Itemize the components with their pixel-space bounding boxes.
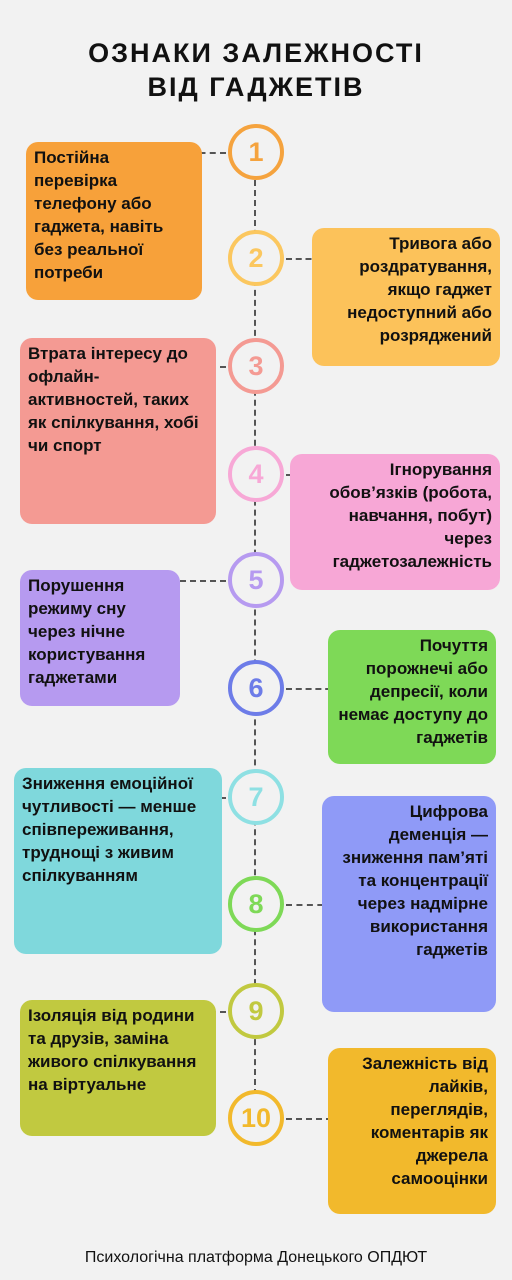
item-box-1: Постійна перевірка телефону або гаджета,…	[26, 142, 202, 300]
item-box-2: Тривога або роздратування, якщо гаджет н…	[312, 228, 500, 366]
connector-5	[140, 580, 226, 582]
step-circle-1: 1	[228, 124, 284, 180]
title-line-2: ВІД ГАДЖЕТІВ	[147, 72, 365, 102]
item-box-6: Почуття порожнечі або депресії, коли нем…	[328, 630, 496, 764]
step-circle-5: 5	[228, 552, 284, 608]
item-box-3: Втрата інтересу до офлайн-активностей, т…	[20, 338, 216, 524]
step-number-6: 6	[248, 672, 264, 703]
connector-10	[286, 1118, 362, 1120]
title-line-1: ОЗНАКИ ЗАЛЕЖНОСТІ	[88, 38, 424, 68]
step-number-4: 4	[248, 458, 264, 489]
item-text-1: Постійна перевірка телефону або гаджета,…	[34, 148, 164, 282]
step-circle-9: 9	[228, 983, 284, 1039]
step-circle-2: 2	[228, 230, 284, 286]
item-text-9: Ізоляція від родини та друзів, заміна жи…	[28, 1006, 197, 1094]
step-circle-7: 7	[228, 769, 284, 825]
item-text-2: Тривога або роздратування, якщо гаджет н…	[347, 234, 492, 345]
step-circle-8: 8	[228, 876, 284, 932]
item-box-7: Зниження емоційної чутливості — менше сп…	[14, 768, 222, 954]
timeline-line	[254, 170, 256, 1125]
item-box-8: Цифрова деменція — зниження пам’яті та к…	[322, 796, 496, 1012]
item-box-5: Порушення режиму сну через нічне користу…	[20, 570, 180, 706]
step-number-2: 2	[248, 242, 264, 273]
step-circle-6: 6	[228, 660, 284, 716]
item-text-10: Залежність від лайків, переглядів, комен…	[362, 1054, 488, 1188]
item-text-3: Втрата інтересу до офлайн-активностей, т…	[28, 344, 199, 455]
item-box-9: Ізоляція від родини та друзів, заміна жи…	[20, 1000, 216, 1136]
step-circle-10: 10	[228, 1090, 284, 1146]
step-number-9: 9	[248, 995, 264, 1026]
step-circle-3: 3	[228, 338, 284, 394]
step-number-3: 3	[248, 350, 264, 381]
item-text-8: Цифрова деменція — зниження пам’яті та к…	[342, 802, 488, 959]
step-number-5: 5	[248, 564, 264, 595]
page-title: ОЗНАКИ ЗАЛЕЖНОСТІ ВІД ГАДЖЕТІВ	[0, 36, 512, 104]
item-text-4: Ігнорування обов’язків (робота, навчання…	[329, 460, 492, 571]
step-number-10: 10	[240, 1102, 272, 1133]
item-text-6: Почуття порожнечі або депресії, коли нем…	[338, 636, 488, 747]
footer-text: Психологічна платформа Донецького ОПДЮТ	[84, 1249, 428, 1266]
step-number-7: 7	[248, 781, 264, 812]
step-number-1: 1	[248, 136, 264, 167]
step-circle-4: 4	[228, 446, 284, 502]
item-box-10: Залежність від лайків, переглядів, комен…	[328, 1048, 496, 1214]
item-text-5: Порушення режиму сну через нічне користу…	[28, 576, 146, 687]
step-number-8: 8	[248, 888, 264, 919]
item-box-4: Ігнорування обов’язків (робота, навчання…	[290, 454, 500, 590]
item-text-7: Зниження емоційної чутливості — менше сп…	[22, 774, 197, 885]
